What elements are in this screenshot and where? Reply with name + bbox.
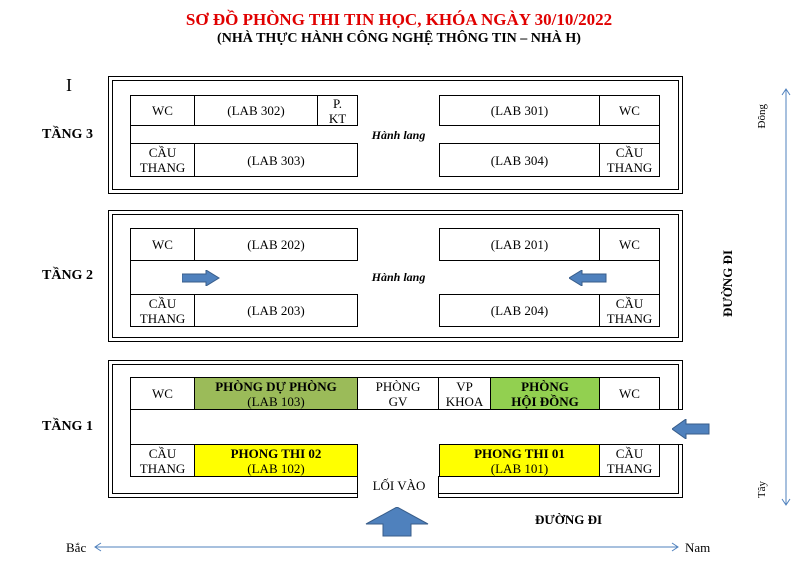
room-lab-301: (LAB 301) — [439, 95, 600, 126]
side-entrance-arrow-icon — [672, 419, 710, 439]
floor-3-inner-outline — [112, 80, 679, 190]
floor-2-corridor — [130, 260, 660, 295]
room-lab-201: (LAB 201) — [439, 228, 600, 261]
room-p-kt: P.KT — [317, 95, 358, 126]
text-cursor-mark: I — [66, 75, 72, 95]
room-reserve-lab-103: PHÒNG DỰ PHÒNG(LAB 103) — [194, 377, 358, 410]
floor-2-inner-outline — [112, 214, 679, 338]
compass-west-label: Tây — [756, 481, 768, 499]
arrow-right-icon — [182, 270, 220, 286]
floor-3-plan: WC (LAB 302) P.KT (LAB 301) WC Hành lang… — [130, 95, 660, 177]
entrance-wall-left — [357, 476, 358, 498]
room-lab-304: (LAB 304) — [439, 143, 600, 177]
side-entrance-wall-top — [659, 409, 683, 410]
floor-2-label: TẦNG 2 — [42, 268, 93, 283]
floor-2-hallway-label: Hành lang — [371, 270, 426, 284]
compass-north-label: Bắc — [66, 540, 87, 555]
side-road-label: ĐƯỜNG ĐI — [720, 250, 735, 318]
floor-3-corridor — [130, 125, 660, 144]
floor-2-wc-right: WC — [599, 228, 660, 261]
bottom-road-label: ĐƯỜNG ĐI — [535, 512, 603, 527]
floor-2-outline — [108, 210, 683, 342]
floor-3-outline — [108, 76, 683, 194]
arrow-left-icon — [569, 270, 607, 286]
entrance-wall-right — [438, 476, 439, 498]
floor-3-wc-left: WC — [130, 95, 195, 126]
room-lab-302: (LAB 302) — [194, 95, 318, 126]
room-exam-02-lab-102: PHONG THI 02(LAB 102) — [194, 444, 358, 477]
compass-west-wrap: Tây — [756, 481, 768, 498]
room-lab-204: (LAB 204) — [439, 294, 600, 327]
side-road-label-wrap: ĐƯỜNG ĐI — [720, 250, 740, 330]
floor-1-corridor — [130, 409, 660, 445]
compass-east-wrap: Đông — [756, 104, 768, 128]
compass-north-south-arrow-icon — [94, 542, 679, 552]
room-lab-203: (LAB 203) — [194, 294, 358, 327]
room-lab-202: (LAB 202) — [194, 228, 358, 261]
entrance-label: LỐI VÀO — [372, 478, 426, 493]
floor-3-hallway-label: Hành lang — [371, 128, 426, 142]
compass-east-label: Đông — [756, 104, 768, 129]
entrance-gap — [357, 489, 439, 501]
page-subtitle: (NHÀ THỰC HÀNH CÔNG NGHỆ THÔNG TIN – NHÀ… — [217, 31, 581, 46]
side-entrance-wall-bottom — [659, 444, 683, 445]
floor-1-label: TẦNG 1 — [42, 419, 93, 434]
compass-south-label: Nam — [685, 540, 711, 555]
main-entrance-arrow-icon — [365, 507, 429, 537]
room-lab-303: (LAB 303) — [194, 143, 358, 177]
floor-1-wc-right: WC — [599, 377, 660, 410]
floor-2-wc-left: WC — [130, 228, 195, 261]
room-exam-01-lab-101: PHONG THI 01(LAB 101) — [439, 444, 600, 477]
page-title: SƠ ĐỒ PHÒNG THI TIN HỌC, KHÓA NGÀY 30/10… — [185, 10, 613, 29]
floor-3-label: TẦNG 3 — [42, 127, 93, 142]
floor-3-wc-right: WC — [599, 95, 660, 126]
compass-east-west-arrow-icon — [781, 88, 791, 506]
floor-1-wc-left: WC — [130, 377, 195, 410]
